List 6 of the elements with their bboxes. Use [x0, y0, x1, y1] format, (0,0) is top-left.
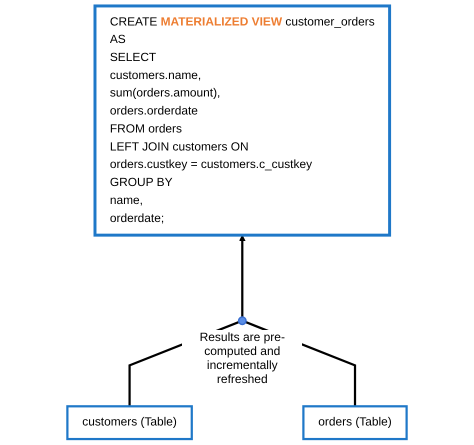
node-box: CREATE MATERIALIZED VIEW customer_orders AS SELECT customers.name, sum(orders.amount), orders.orderdate FROM orders LEFT JOIN customers ON orders.custkey = customers.c_custkey GROUP BY name, orderdate;	[94, 4, 392, 237]
node-box: orders (Table)	[302, 405, 408, 440]
node-caption: Results are pre-computed and incrementally refreshed	[182, 330, 302, 386]
arrow	[239, 234, 246, 317]
node-circle	[238, 316, 247, 326]
node-box: customers (Table)	[66, 405, 193, 440]
